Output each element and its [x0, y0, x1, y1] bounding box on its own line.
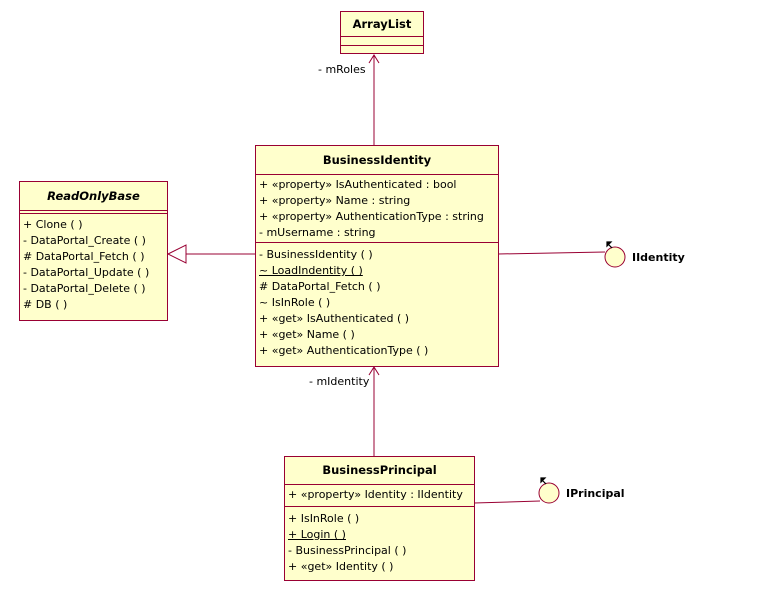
class-readonlybase-attributes [20, 211, 167, 214]
realization-iprincipal-line [473, 500, 541, 504]
operation: - DataPortal_Create ( ) [23, 234, 146, 247]
role-label-mroles: - mRoles [318, 63, 366, 76]
class-readonlybase-name: ReadOnlyBase [20, 182, 167, 211]
operation: - DataPortal_Update ( ) [23, 266, 150, 279]
operation: - BusinessPrincipal ( ) [288, 544, 407, 557]
link-arrow-icon [540, 477, 547, 485]
association-mroles-arrowhead [368, 54, 380, 64]
operation: + «get» AuthenticationType ( ) [259, 344, 429, 357]
class-businessidentity[interactable]: BusinessIdentity + «property» IsAuthenti… [255, 145, 499, 367]
interface-label-iidentity: IIdentity [632, 251, 685, 264]
attribute: + «property» Identity : IIdentity [288, 488, 463, 501]
operation: - BusinessIdentity ( ) [259, 248, 373, 261]
interface-label-iprincipal: IPrincipal [566, 487, 625, 500]
realization-iidentity-line [497, 251, 606, 255]
operation: # DB ( ) [23, 298, 68, 311]
class-readonlybase-operations: + Clone ( ) - DataPortal_Create ( ) # Da… [20, 214, 167, 315]
iidentity-lollipop-icon [604, 246, 626, 268]
attribute: - mUsername : string [259, 226, 376, 239]
class-arraylist[interactable]: ArrayList [340, 11, 424, 54]
operation: + IsInRole ( ) [288, 512, 360, 525]
class-businessidentity-operations: - BusinessIdentity ( ) ~ LoadIndentity (… [256, 243, 498, 361]
operation: + Login ( ) [288, 528, 346, 541]
association-midentity-arrowhead [368, 366, 380, 376]
attribute: + «property» Name : string [259, 194, 411, 207]
class-businessprincipal-attributes: + «property» Identity : IIdentity [285, 485, 474, 507]
class-businessidentity-name: BusinessIdentity [256, 146, 498, 175]
attribute: + «property» AuthenticationType : string [259, 210, 484, 223]
class-businessprincipal-operations: + IsInRole ( ) + Login ( ) - BusinessPri… [285, 507, 474, 577]
operation: + «get» Name ( ) [259, 328, 355, 341]
class-arraylist-name: ArrayList [341, 12, 423, 37]
class-businessprincipal[interactable]: BusinessPrincipal + «property» Identity … [284, 456, 475, 581]
operation: ~ LoadIndentity ( ) [259, 264, 363, 277]
attribute: + «property» IsAuthenticated : bool [259, 178, 457, 191]
operation: + «get» Identity ( ) [288, 560, 394, 573]
operation: # DataPortal_Fetch ( ) [23, 250, 145, 263]
generalization-arrowhead [166, 244, 187, 264]
operation: - DataPortal_Delete ( ) [23, 282, 146, 295]
operation: + Clone ( ) [23, 218, 83, 231]
class-arraylist-operations [341, 46, 423, 54]
operation: ~ IsInRole ( ) [259, 296, 331, 309]
iprincipal-lollipop-icon [538, 482, 560, 504]
operation: # DataPortal_Fetch ( ) [259, 280, 381, 293]
class-businessidentity-attributes: + «property» IsAuthenticated : bool + «p… [256, 175, 498, 243]
class-readonlybase[interactable]: ReadOnlyBase + Clone ( ) - DataPortal_Cr… [19, 181, 168, 321]
link-arrow-icon [606, 241, 613, 249]
operation: + «get» IsAuthenticated ( ) [259, 312, 410, 325]
class-businessprincipal-name: BusinessPrincipal [285, 457, 474, 485]
role-label-midentity: - mIdentity [309, 375, 370, 388]
class-arraylist-attributes [341, 37, 423, 46]
